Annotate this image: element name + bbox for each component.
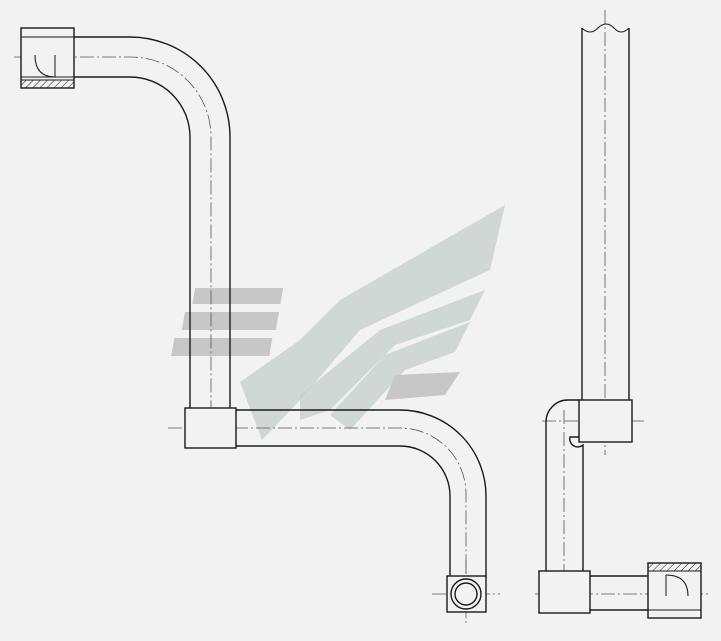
upper-pipe-outer xyxy=(74,36,231,410)
side-end-fitting xyxy=(647,562,702,619)
side-upper-coupling xyxy=(578,399,633,443)
side-view xyxy=(535,10,710,619)
upper-pipe-inner xyxy=(74,76,191,410)
watermark-logo xyxy=(171,205,505,440)
top-left-fitting xyxy=(20,27,75,89)
centerline-lower-run xyxy=(168,427,467,610)
lower-pipe-outer xyxy=(236,409,487,578)
centerline-top-run xyxy=(14,56,212,420)
front-view xyxy=(14,27,500,625)
side-lower-coupling xyxy=(538,570,591,614)
bottom-end-fitting xyxy=(446,575,487,613)
lower-pipe-inner xyxy=(236,445,451,578)
middle-coupling xyxy=(184,407,237,449)
